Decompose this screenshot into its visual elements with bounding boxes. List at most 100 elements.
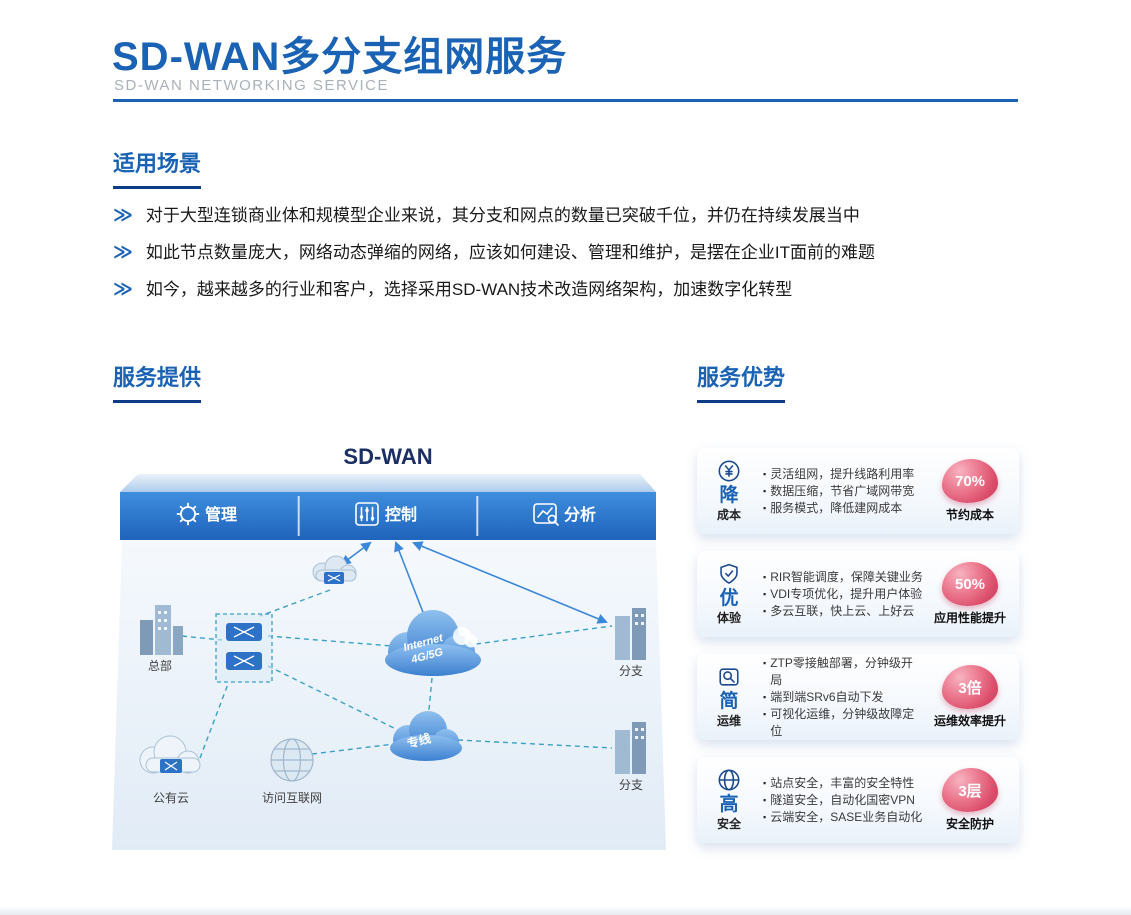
section-heading-scenarios: 适用场景 (113, 146, 202, 189)
square-bullet-icon: ▪ (763, 468, 767, 479)
scenario-list: ≫ 对于大型连锁商业体和规模型企业来说，其分支和网点的数量已突破千位，并仍在持续… (113, 204, 1028, 314)
card-bullet: 站点安全，丰富的安全特性 (770, 775, 915, 790)
page-bottom-edge (0, 906, 1131, 915)
card-title-small: 体验 (716, 611, 741, 626)
advantage-card-list: 降 成本 ▪灵活组网，提升线路利用率 ▪数据压缩，节省广域网带宽 ▪服务模式，降… (697, 448, 1019, 860)
stat-label: 节约成本 (945, 508, 994, 522)
diagram-backdrop (112, 540, 666, 850)
control-arrows (340, 541, 608, 624)
overlay-links (181, 589, 613, 759)
stat-badge: 3层 (942, 768, 998, 812)
card-title-big: 降 (719, 484, 739, 506)
card-bullet: 数据压缩，节省广域网带宽 (770, 483, 915, 498)
branch-top-label: 分支 (619, 664, 643, 678)
stat-label: 应用性能提升 (933, 611, 1006, 625)
card-bullet: 多云互联，快上云、上好云 (770, 603, 915, 618)
stat-label: 运维效率提升 (933, 714, 1006, 728)
square-bullet-icon: ▪ (763, 691, 767, 702)
internet-access-label: 访问互联网 (262, 791, 322, 805)
panel-label-manage: 管理 (205, 505, 237, 524)
stat-badge: 3倍 (942, 665, 998, 709)
analysis-icon (533, 503, 559, 526)
gear-icon (176, 502, 200, 526)
stat-value: 3层 (958, 782, 982, 800)
edge-routers (215, 613, 273, 683)
stat-label: 安全防护 (945, 817, 994, 831)
stat-value: 50% (954, 575, 986, 593)
scenario-text: 如今，越来越多的行业和客户，选择采用SD-WAN技术改造网络架构，加速数字化转型 (145, 279, 793, 299)
page-subtitle: SD-WAN NETWORKING SERVICE (114, 77, 390, 94)
ops-magnifier-icon (719, 667, 739, 686)
card-bullet: ZTP零接触部署，分钟级开局 (770, 655, 913, 687)
hq-buildings (140, 605, 183, 655)
card-bullet: 灵活组网，提升线路利用率 (770, 466, 915, 481)
sliders-icon (355, 502, 379, 526)
card-title-small: 运维 (716, 714, 741, 729)
management-bar: 管理 控制 分析 (120, 474, 656, 540)
square-bullet-icon: ▪ (763, 708, 767, 719)
cost-reduction-icon (718, 460, 740, 482)
internet-cloud: Internet 4G/5G (385, 610, 481, 676)
square-bullet-icon: ▪ (763, 502, 767, 513)
header-rule (113, 99, 1018, 102)
scenario-text: 对于大型连锁商业体和规模型企业来说，其分支和网点的数量已突破千位，并仍在持续发展… (145, 206, 860, 225)
arrow-bullet-icon: ≫ (113, 241, 133, 263)
section-heading-advantages: 服务优势 (697, 360, 786, 403)
section-heading-service: 服务提供 (113, 360, 202, 403)
square-bullet-icon: ▪ (763, 794, 767, 805)
square-bullet-icon: ▪ (763, 657, 767, 668)
card-bullet-list: ▪站点安全，丰富的安全特性 ▪隧道安全，自动化国密VPN ▪云端安全，SASE业… (761, 775, 925, 826)
card-bullet: 隧道安全，自动化国密VPN (770, 792, 915, 807)
experience-shield-icon (720, 563, 738, 584)
stat-value: 70% (954, 472, 986, 490)
scenario-item: ≫ 如今，越来越多的行业和客户，选择采用SD-WAN技术改造网络架构，加速数字化… (113, 278, 1028, 302)
security-globe-icon (718, 769, 740, 791)
card-bullet: 端到端SRv6自动下发 (770, 689, 884, 704)
card-bullet: 服务模式，降低建网成本 (770, 500, 903, 515)
card-bullet: 可视化运维，分钟级故障定位 (770, 706, 915, 738)
square-bullet-icon: ▪ (763, 588, 767, 599)
branch-buildings-bottom (615, 722, 646, 774)
square-bullet-icon: ▪ (763, 571, 767, 582)
hq-label: 总部 (148, 658, 172, 673)
advantage-card-ops: 简 运维 ▪ZTP零接触部署，分钟级开局 ▪端到端SRv6自动下发 ▪可视化运维… (697, 654, 1019, 740)
scenario-text: 如此节点数量庞大，网络动态弹缩的网络，应该如何建设、管理和维护，是摆在企业IT面… (145, 242, 875, 262)
arrow-bullet-icon: ≫ (113, 278, 133, 300)
card-title-big: 简 (719, 690, 739, 712)
branch-buildings-top (615, 608, 646, 660)
card-title-small: 安全 (716, 817, 741, 832)
leased-line-label: 专线 (405, 730, 432, 751)
public-cloud-label: 公有云 (153, 791, 189, 805)
advantage-card-security: 高 安全 ▪站点安全，丰富的安全特性 ▪隧道安全，自动化国密VPN ▪云端安全，… (697, 757, 1019, 843)
card-bullet: 云端安全，SASE业务自动化 (770, 809, 923, 824)
square-bullet-icon: ▪ (763, 605, 767, 616)
public-cloud (139, 735, 201, 774)
square-bullet-icon: ▪ (763, 485, 767, 496)
advantage-card-experience: 优 体验 ▪RIR智能调度，保障关键业务 ▪VDI专项优化，提升用户体验 ▪多云… (697, 551, 1019, 637)
sdwan-architecture-diagram: 管理 控制 分析 SD-WAN (112, 444, 666, 850)
stat-value: 3倍 (958, 679, 982, 697)
scenario-item: ≫ 对于大型连锁商业体和规模型企业来说，其分支和网点的数量已突破千位，并仍在持续… (113, 204, 1028, 228)
card-bullet-list: ▪灵活组网，提升线路利用率 ▪数据压缩，节省广域网带宽 ▪服务模式，降低建网成本 (761, 466, 925, 517)
card-bullet-list: ▪RIR智能调度，保障关键业务 ▪VDI专项优化，提升用户体验 ▪多云互联，快上… (761, 569, 925, 620)
internet-globe-icon (270, 738, 314, 782)
card-bullet: RIR智能调度，保障关键业务 (770, 569, 923, 584)
leased-line-cloud: 专线 (390, 711, 462, 761)
stat-badge: 50% (942, 562, 998, 606)
panel-label-analysis: 分析 (564, 505, 596, 524)
stat-badge: 70% (942, 459, 998, 503)
advantage-card-cost: 降 成本 ▪灵活组网，提升线路利用率 ▪数据压缩，节省广域网带宽 ▪服务模式，降… (697, 448, 1019, 534)
diagram-title: SD-WAN (343, 444, 432, 469)
gateway-cloud (312, 555, 357, 584)
card-title-small: 成本 (716, 508, 741, 523)
arrow-bullet-icon: ≫ (113, 205, 133, 226)
square-bullet-icon: ▪ (763, 811, 767, 822)
panel-label-control: 控制 (385, 505, 417, 524)
branch-bottom-label: 分支 (619, 778, 643, 792)
card-title-big: 优 (719, 587, 739, 609)
card-title-big: 高 (719, 793, 739, 815)
square-bullet-icon: ▪ (763, 777, 767, 788)
card-bullet-list: ▪ZTP零接触部署，分钟级开局 ▪端到端SRv6自动下发 ▪可视化运维，分钟级故… (761, 655, 925, 740)
card-bullet: VDI专项优化，提升用户体验 (770, 586, 923, 601)
